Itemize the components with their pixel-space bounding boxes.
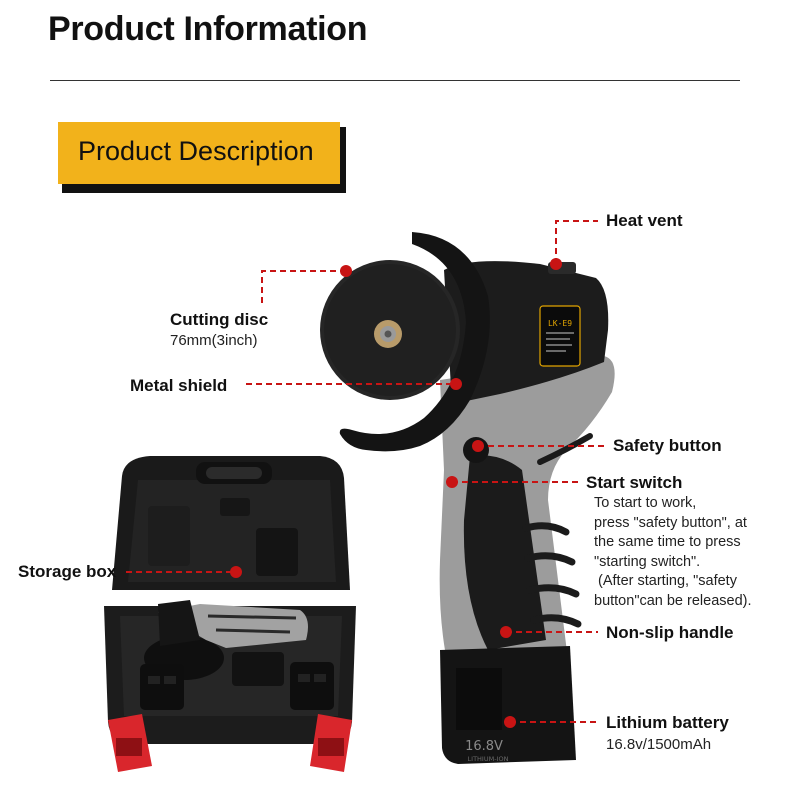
non-slip-handle-label: Non-slip handle [606,623,734,642]
lithium-battery-label: Lithium battery [606,713,729,732]
title-divider [50,80,740,81]
cutting-disc-label: Cutting disc [170,310,269,329]
start-switch-desc-line: button"can be released). [594,592,752,609]
battery-type-label: LITHIUM-ION [468,755,509,763]
storage-box-marker [230,566,242,578]
heat-vent-label: Heat vent [606,211,683,230]
storage-box-image [104,456,356,772]
battery-voltage-label: 16.8V [465,739,503,754]
metal-shield-marker [450,378,462,390]
section-label: Product Description [78,136,314,166]
start-switch-marker [446,476,458,488]
non-slip-handle-marker [500,626,512,638]
storage-box-label: Storage box [18,562,117,581]
start-switch-description: To start to work, press "safety button",… [594,494,790,611]
start-switch-desc-line: "starting switch". [594,553,701,570]
battery-spec: 16.8v/1500mAh [606,736,712,753]
section-label-box [58,122,340,184]
page-title: Product Information [48,10,368,48]
safety-button-marker [472,440,484,452]
start-switch-label: Start switch [586,473,683,492]
metal-shield-label: Metal shield [130,376,228,395]
cutting-disc-marker [340,265,352,277]
callout-lines [126,220,606,723]
cutting-disc-size: 76mm(3inch) [170,332,258,349]
lithium-battery-marker [504,716,516,728]
start-switch-desc-line: (After starting, "safety [594,573,737,589]
angle-grinder-image: LK-E9 16.8V LITHIUM-ION [320,232,615,764]
heat-vent-marker [550,258,562,270]
safety-button-label: Safety button [613,436,722,455]
start-switch-desc-line: press "safety button", at [594,514,747,531]
start-switch-desc-line: the same time to press [594,534,741,550]
start-switch-desc-line: To start to work, [594,495,697,511]
model-label: LK-E9 [548,319,572,328]
